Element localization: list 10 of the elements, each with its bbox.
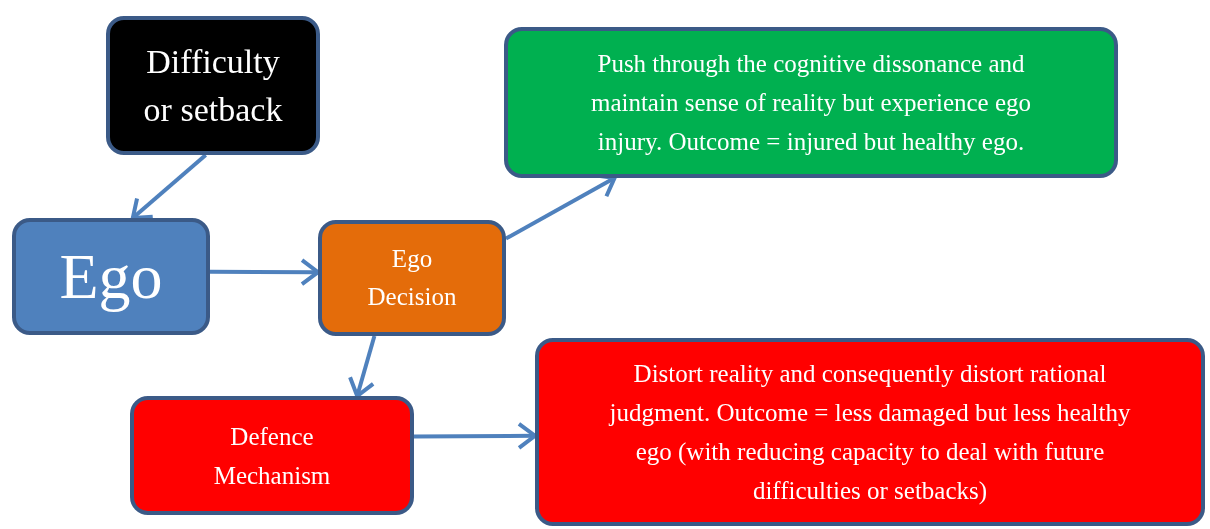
arrow [130,153,208,220]
decision-box: Ego Decision [318,220,506,336]
arrow [210,258,320,287]
arrow [414,421,537,450]
defence-box: Defence Mechanism [130,396,414,515]
arrow [348,335,377,398]
outcome-box: Push through the cognitive dissonance and maintain sense of reality but experience ego injury. Outcome = injured but healthy ego. [504,27,1118,178]
outcome-box: Distort reality and consequently distort rational judgment. Outcome = less damaged but less healthy ego (with reducing capacity to deal with future difficulties or setbacks) [535,338,1205,526]
ego-box: Ego [12,218,210,335]
trigger-box: Difficulty or setback [106,16,320,155]
